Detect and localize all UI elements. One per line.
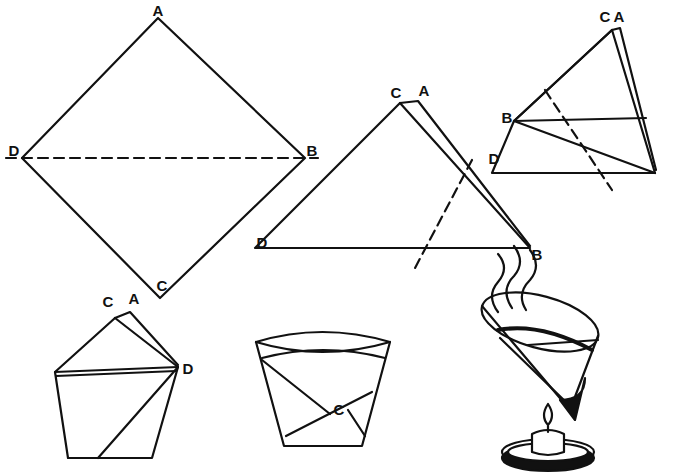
flap-edge — [500, 338, 568, 404]
point-letter: D — [257, 235, 268, 250]
fold-line — [6, 157, 318, 159]
flap-edge — [98, 367, 178, 458]
paper-cup — [256, 332, 390, 446]
flame — [544, 404, 552, 425]
point-letter: D — [489, 151, 500, 166]
flap-edge — [262, 360, 330, 414]
point-letter: C — [600, 9, 611, 24]
fold-line — [545, 90, 612, 190]
wick — [547, 426, 549, 432]
heated-cup — [475, 246, 604, 420]
flap-edge — [348, 410, 365, 436]
point-letter: C — [334, 402, 345, 417]
folded-triangle — [255, 103, 530, 248]
candle — [502, 404, 594, 471]
point-letter: B — [502, 110, 513, 125]
point-letter: A — [153, 3, 164, 18]
back-layer — [612, 28, 656, 170]
point-letter: A — [419, 83, 430, 98]
point-letter: C — [103, 294, 114, 309]
point-letter: B — [532, 247, 543, 262]
folded-triangle — [492, 30, 655, 173]
flap-edge — [56, 371, 176, 376]
folded-pentagon — [55, 318, 178, 458]
point-letter: C — [157, 278, 168, 293]
point-letter: D — [9, 143, 20, 158]
point-letter: A — [129, 291, 140, 306]
fold-line — [415, 160, 472, 268]
point-letter: A — [614, 9, 625, 24]
candle-body — [532, 430, 564, 455]
water-line — [498, 328, 592, 350]
steam — [492, 254, 504, 312]
back-layer — [115, 312, 178, 365]
cup-band — [262, 350, 385, 358]
flap-edge — [514, 30, 612, 121]
point-letter: C — [391, 85, 402, 100]
flap-edge — [514, 118, 646, 121]
flap-edge — [286, 392, 372, 436]
flap-edge — [528, 340, 598, 345]
steam — [506, 246, 520, 308]
point-letter: D — [183, 361, 194, 376]
point-letter: B — [307, 143, 318, 158]
